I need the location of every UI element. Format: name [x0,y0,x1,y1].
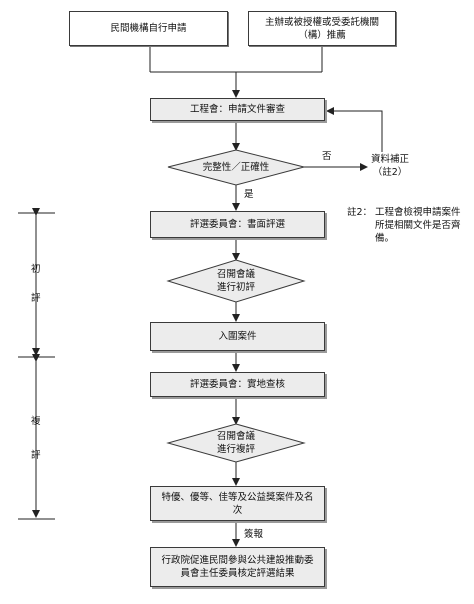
node-shortlist-text: 入圍案件 [218,331,257,342]
node-review-docs-text: 工程會：申請文件審查 [189,104,285,115]
decision-completeness-text: 完整性／正確性 [202,162,270,173]
feedback-loop [326,107,383,152]
decision-completeness [167,149,305,186]
node-award-levels: 特優、優等、佳等及公益獎案件及名次 [150,486,325,521]
node-authority-recommend-text: 主辦或被授權或受委託機關（構）推薦 [264,16,379,41]
decision-meeting-final [166,423,306,463]
label-supplement: 資料補正 （註2） [370,154,409,178]
node-approval-text: 行政院促進民間參與公共建設推動委員會主任委員核定評選結果 [161,555,314,579]
note-2: 註2： 工程會檢視申請案件所提相關文件是否齊備。 [347,206,467,245]
decision-meeting-initial-text: 召開會議 進行初評 [216,269,255,293]
node-site-visit: 評選委員會：實地查核 [150,372,325,397]
stage-initial-label-2: 評 [31,293,41,304]
node-authority-recommend: 主辦或被授權或受委託機關（構）推薦 [248,11,396,46]
node-paper-review-text: 評選委員會：書面評選 [189,219,285,230]
node-site-visit-text: 評選委員會：實地查核 [189,379,285,390]
label-yes: 是 [244,189,254,200]
node-shortlist: 入圍案件 [150,322,325,351]
node-award-levels-text: 特優、優等、佳等及公益獎案件及名次 [161,491,314,516]
node-approval: 行政院促進民間參與公共建設推動委員會主任委員核定評選結果 [150,547,325,587]
node-private-apply: 民間機構自行申請 [69,11,228,46]
stage-final-label-2: 評 [31,450,41,461]
decision-meeting-initial [166,259,306,303]
note-2-text: 工程會檢視申請案件所提相關文件是否齊備。 [375,207,461,244]
label-no: 否 [322,151,332,162]
stage-final-label-1: 複 [31,416,41,427]
node-private-apply-text: 民間機構自行申請 [110,23,187,34]
decision-meeting-final-text: 召開會議 進行複評 [216,431,255,455]
node-paper-review: 評選委員會：書面評選 [150,211,325,238]
node-review-docs: 工程會：申請文件審查 [150,98,325,121]
label-report: 簽報 [244,529,264,540]
note-2-mark: 註2： [347,207,373,218]
stage-initial-label-1: 初 [31,264,41,275]
